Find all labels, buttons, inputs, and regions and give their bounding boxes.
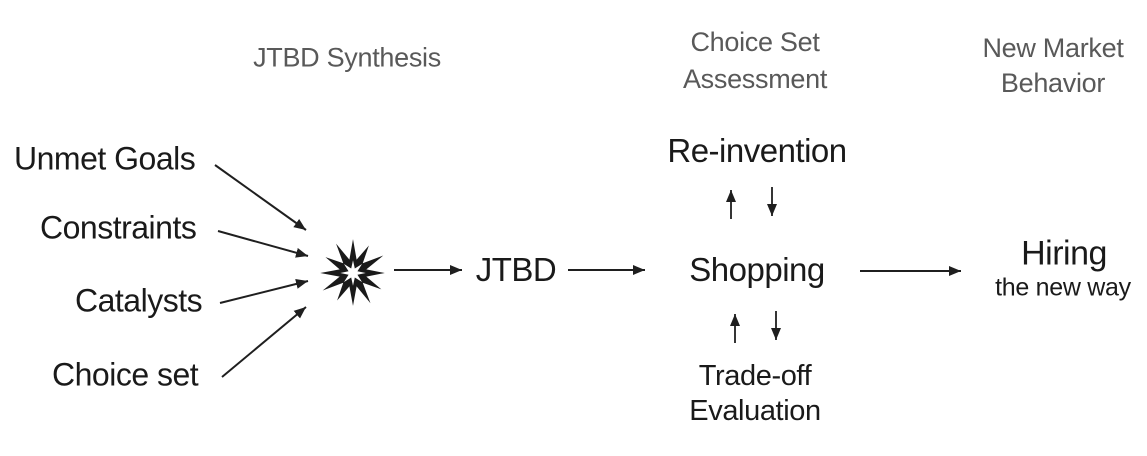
header-choice-set-assessment-line2: Assessment bbox=[682, 64, 828, 94]
node-hiring-subtitle: the new way bbox=[995, 273, 1131, 302]
label-unmet-goals: Unmet Goals bbox=[14, 140, 196, 177]
label-constraints: Constraints bbox=[40, 209, 197, 246]
arrow-constraints-to-starburst bbox=[217, 230, 309, 258]
header-choice-set-assessment-line1: Choice Set bbox=[690, 27, 820, 57]
node-hiring: Hiring bbox=[1021, 234, 1107, 273]
starburst-icon bbox=[320, 239, 385, 306]
label-catalysts: Catalysts bbox=[75, 282, 203, 319]
header-choice-set-assessment: Choice Set Assessment bbox=[683, 24, 827, 98]
arrow-catalysts-to-starburst bbox=[219, 279, 309, 304]
node-jtbd: JTBD bbox=[475, 251, 557, 288]
node-shopping: Shopping bbox=[689, 251, 825, 288]
node-trade-off-evaluation-line1: Trade-off bbox=[698, 360, 812, 392]
arrow-unmet-goals-to-starburst bbox=[214, 164, 307, 231]
header-new-market-behavior: New Market Behavior bbox=[982, 31, 1123, 101]
label-choice-set: Choice set bbox=[52, 356, 199, 393]
header-new-market-behavior-line2: Behavior bbox=[1000, 68, 1106, 98]
header-jtbd-synthesis: JTBD Synthesis bbox=[253, 42, 441, 73]
node-re-invention: Re-invention bbox=[667, 132, 847, 169]
node-trade-off-evaluation: Trade-off Evaluation bbox=[689, 359, 821, 429]
arrow-choice-set-to-starburst bbox=[221, 306, 307, 378]
header-new-market-behavior-line1: New Market bbox=[982, 33, 1124, 63]
node-trade-off-evaluation-line2: Evaluation bbox=[689, 395, 821, 427]
